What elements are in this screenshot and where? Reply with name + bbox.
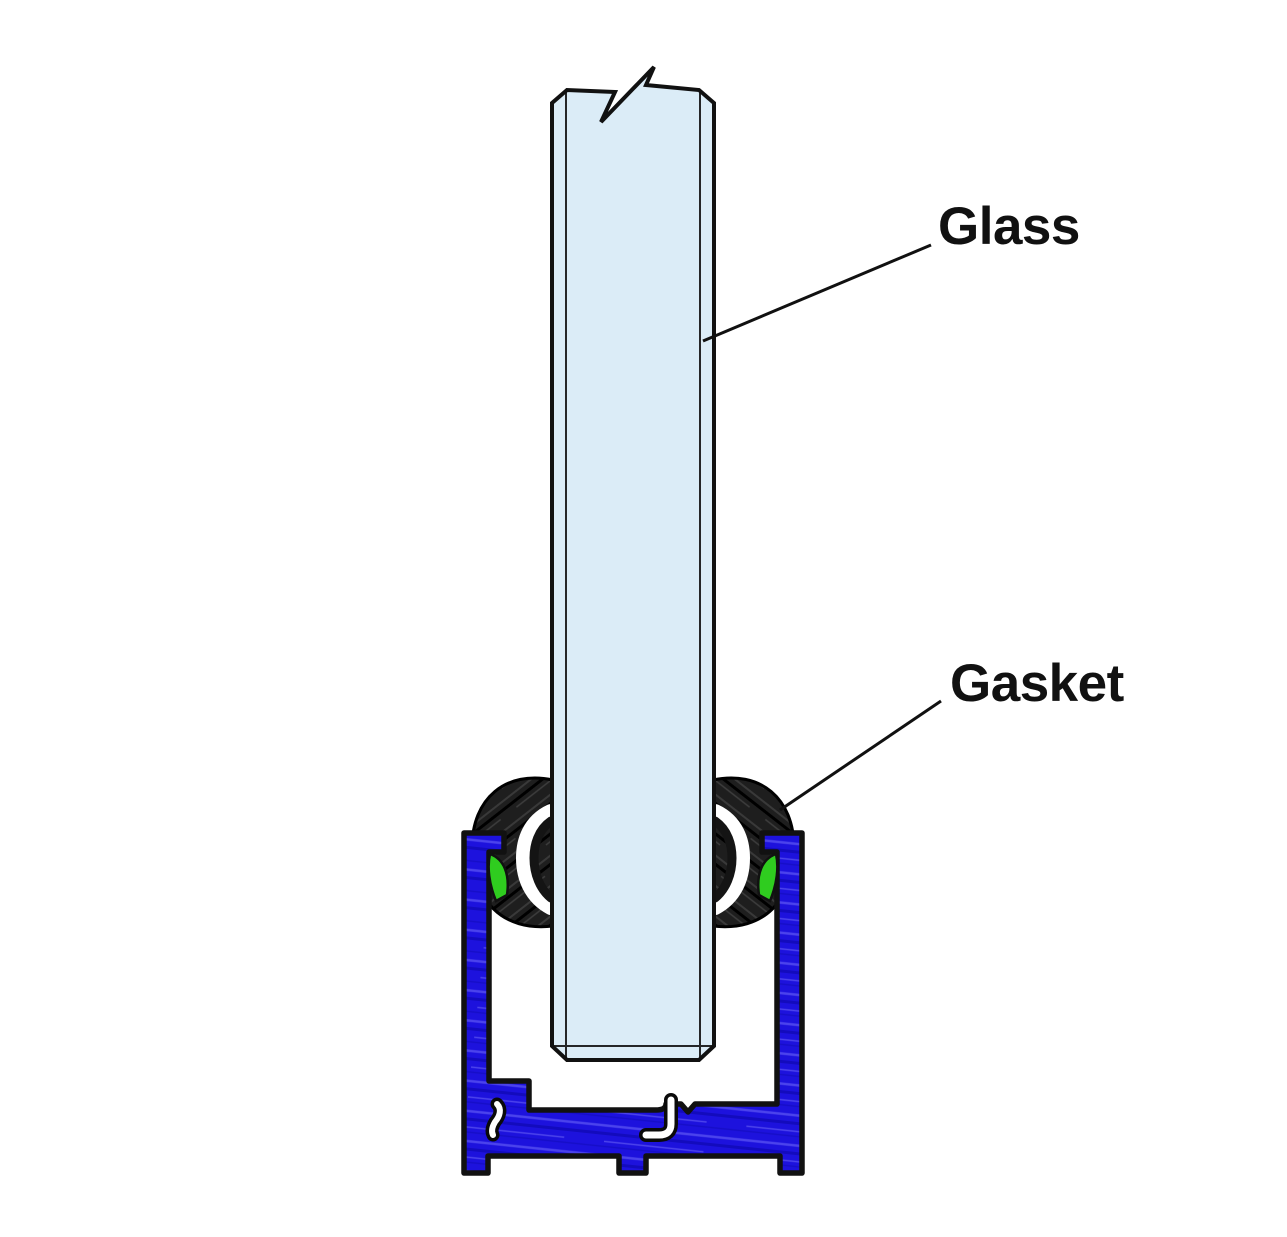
glass-leader-line <box>702 243 932 343</box>
glass-panel <box>550 65 716 1062</box>
gasket-annotation: Gasket <box>779 654 1124 812</box>
glass-label: Glass <box>938 197 1080 256</box>
glass-outline <box>550 65 716 1062</box>
frame-drainage-detail <box>485 1097 507 1142</box>
glass-annotation: Glass <box>702 197 1080 343</box>
frame-snap-joint <box>639 1093 678 1142</box>
gasket-label: Gasket <box>950 654 1124 713</box>
glass-bevel-lines <box>553 92 713 1058</box>
gasket-leader-line <box>779 699 942 812</box>
